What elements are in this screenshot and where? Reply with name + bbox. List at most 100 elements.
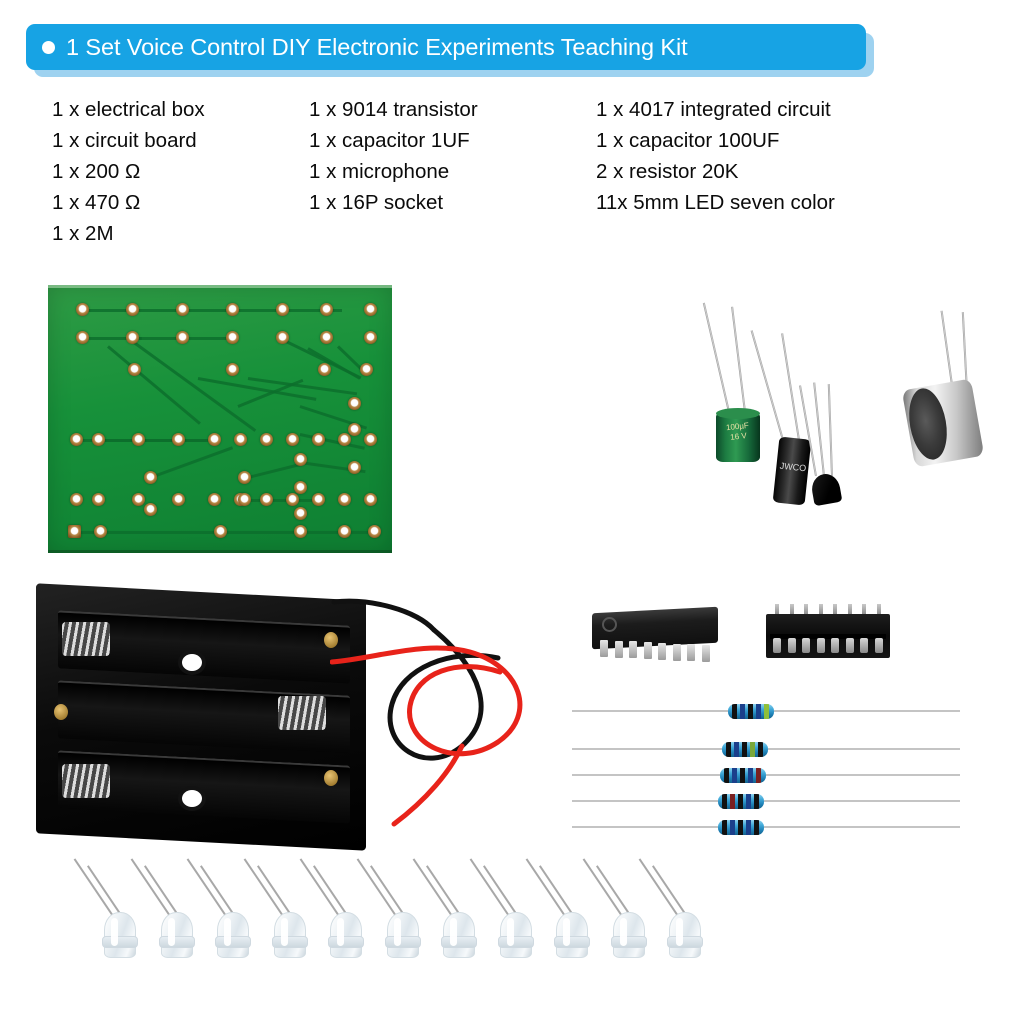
resistor-band <box>740 768 745 783</box>
led-dome <box>330 912 362 958</box>
led-rim <box>610 936 647 948</box>
pcb-pad <box>172 493 185 506</box>
led-rim <box>102 936 138 948</box>
socket-pin <box>847 604 852 620</box>
pcb-pad <box>364 331 377 344</box>
pcb-trace <box>147 446 234 480</box>
pcb-pad <box>76 303 89 316</box>
pcb-pad <box>126 331 139 344</box>
list-item: 1 x 9014 transistor <box>309 98 478 121</box>
resistor-band <box>746 794 751 809</box>
socket-pin <box>833 604 837 620</box>
pcb-pad <box>260 493 273 506</box>
pcb-pad <box>144 471 157 484</box>
pcb-trace <box>82 309 342 312</box>
ic-4017-photo <box>592 606 718 662</box>
transistor-lead <box>813 382 825 477</box>
socket-center-slot <box>770 634 886 639</box>
led-dome <box>386 912 419 958</box>
led <box>582 858 649 958</box>
pcb-pad <box>208 433 221 446</box>
black-wire <box>387 627 501 761</box>
ic-pin <box>643 642 652 660</box>
pcb-pad <box>92 493 105 506</box>
pcb-pad <box>226 363 239 376</box>
pcb-pad <box>294 453 307 466</box>
list-item: 1 x 470 Ω <box>52 191 141 214</box>
pcb-pad <box>214 525 227 538</box>
led-highlight <box>506 918 514 946</box>
resistor-band <box>734 742 739 757</box>
transistor-9014-photo <box>799 382 846 507</box>
led-highlight <box>393 918 401 946</box>
pcb-pad <box>92 433 105 446</box>
led-rim <box>554 936 590 948</box>
list-item: 1 x 4017 integrated circuit <box>596 98 831 121</box>
capacitor-body <box>716 412 760 462</box>
led-highlight <box>224 918 231 946</box>
led-dome <box>499 912 532 958</box>
pcb-pad <box>144 503 157 516</box>
resistor-band <box>756 768 761 783</box>
led-dome <box>443 912 475 958</box>
pcb-pad <box>176 303 189 316</box>
resistor-band <box>754 820 759 835</box>
pcb-pad <box>364 493 377 506</box>
pcb-pad <box>348 461 361 474</box>
resistor-band <box>722 794 727 809</box>
pcb-pad <box>76 331 89 344</box>
list-item: 1 x 16P socket <box>309 191 444 214</box>
black-wire <box>331 598 437 633</box>
pcb-trace <box>82 337 142 340</box>
resistor-band <box>738 794 743 809</box>
pcb-pad <box>68 525 81 538</box>
electret-microphone-photo <box>901 310 985 472</box>
kit-contents-column-3: 1 x 4017 integrated circuit 1 x capacito… <box>596 94 926 249</box>
capacitor-lead <box>731 306 746 413</box>
led-rim <box>271 936 308 948</box>
battery-wires <box>330 598 523 827</box>
socket-hole <box>787 638 796 653</box>
led <box>638 858 705 958</box>
socket-pin <box>818 604 823 620</box>
pcb-pad <box>126 303 139 316</box>
dip-socket-photo <box>766 604 890 662</box>
pcb-trace <box>96 439 216 442</box>
ic-pin1-notch-icon <box>602 617 617 632</box>
led-highlight <box>280 918 288 946</box>
resistor-lead <box>766 774 960 776</box>
socket-hole <box>802 638 810 653</box>
socket-pin <box>789 604 794 620</box>
list-item: 1 x circuit board <box>52 129 197 152</box>
list-item: 1 x capacitor 100UF <box>596 129 780 152</box>
pcb-pad <box>176 331 189 344</box>
battery-holder-photo <box>36 583 366 851</box>
capacitor-top <box>716 408 760 419</box>
led <box>186 858 253 958</box>
ic-pin <box>658 642 666 660</box>
pcb-pad <box>226 331 239 344</box>
pcb-pad <box>348 397 361 410</box>
pcb-pad <box>286 433 299 446</box>
list-item: 1 x electrical box <box>52 98 205 121</box>
led-highlight <box>337 918 344 946</box>
led-highlight <box>619 918 627 946</box>
list-item: 11x 5mm LED seven color <box>596 191 835 214</box>
resistor-band <box>732 768 737 783</box>
resistor <box>572 736 960 762</box>
battery-contact <box>54 704 68 720</box>
capacitor-label: 100µF 16 V <box>725 420 750 442</box>
red-wire <box>330 645 523 757</box>
pcb-pad <box>312 493 325 506</box>
pcb-pad <box>312 433 325 446</box>
pcb-pad <box>132 493 145 506</box>
resistor-body <box>718 794 764 809</box>
led-highlight <box>450 918 457 946</box>
resistor-lead <box>572 748 722 750</box>
resistor <box>572 698 960 724</box>
pcb-pad <box>338 433 351 446</box>
pcb-pad <box>94 525 107 538</box>
socket-hole <box>831 638 839 653</box>
led-dome <box>273 912 306 958</box>
led-highlight <box>676 918 683 946</box>
